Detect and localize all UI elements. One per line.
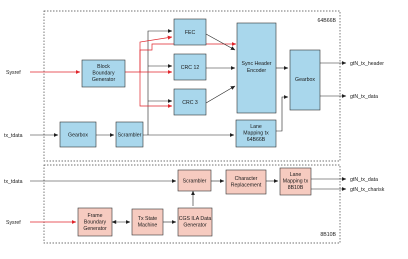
scrambler-bottom-block: Scrambler	[177, 169, 212, 192]
svg-text:Block: Block	[97, 64, 110, 70]
gearbox-in-label: Gearbox	[68, 133, 88, 139]
output-gtn-tx-data-bottom: gtN_tx_data	[350, 177, 378, 183]
wire-crc3-sync	[205, 85, 236, 104]
lane-map-64-line2: Mapping tx	[243, 131, 269, 137]
lane-map-8-line2: Mapping tx	[283, 179, 309, 185]
output-gtn-tx-header: gtN_tx_header	[350, 61, 384, 67]
sync-header-line1: Sync Header	[242, 61, 272, 67]
lane-map-8-line3: 8B10B	[288, 185, 304, 191]
lane-mapping-64b66b: Lane Mapping tx 64B66B	[235, 119, 277, 148]
wire-bbg-crc3	[139, 72, 173, 108]
section-8b10b-label: 8B10B	[320, 232, 336, 238]
svg-text:Generator: Generator	[92, 77, 116, 83]
block-boundary-generator-line1: Block	[97, 64, 110, 70]
block-boundary-generator: Block Boundary Generator	[81, 59, 126, 88]
wire-scrambler-fec	[147, 29, 173, 135]
frame-boundary-generator: Frame Boundary Generator	[77, 207, 113, 237]
lane-map-8-line1: Lane	[290, 172, 302, 178]
svg-text:Boundary: Boundary	[92, 71, 115, 77]
input-sysref-top: Sysref	[6, 70, 21, 76]
gearbox-in-block: Gearbox	[59, 121, 97, 148]
cgs-ila-line1: CGS ILA Data	[179, 216, 212, 222]
sync-header-encoder: Sync Header Encoder	[236, 22, 277, 114]
scrambler-bottom-label: Scrambler	[183, 179, 207, 185]
frame-boundary-line2: Boundary	[84, 220, 107, 226]
frame-boundary-line1: Frame	[88, 213, 103, 219]
output-gtn-tx-charisk: gtN_tx_charisk	[350, 187, 385, 193]
input-tx-tdata-bottom: tx_tdata	[4, 179, 23, 185]
fec-label: FEC	[185, 30, 196, 36]
crc3-block: CRC 3	[173, 88, 207, 116]
crc12-block: CRC 12	[173, 53, 207, 81]
section-8b10b	[43, 164, 341, 244]
wire-fec-sync	[205, 33, 236, 51]
fec-block: FEC	[173, 18, 207, 46]
character-replacement-block: Character Replacement	[225, 169, 267, 195]
gearbox-out-block: Gearbox	[289, 49, 321, 111]
lane-map-64-line3: 64B66B	[247, 137, 266, 143]
scrambler-top-block: Scrambler	[115, 121, 144, 148]
gearbox-out-label: Gearbox	[295, 77, 315, 83]
block-boundary-generator-line2: Boundary	[92, 71, 115, 77]
crc12-label: CRC 12	[181, 65, 200, 71]
lane-mapping-8b10b: Lane Mapping tx 8B10B	[279, 167, 312, 196]
tx-state-line2: Machine	[138, 223, 158, 229]
scrambler-top-label: Scrambler	[118, 133, 142, 139]
input-tx-tdata-top: tx_tdata	[4, 133, 23, 139]
section-64b66b	[43, 10, 341, 162]
section-64b66b-label: 64B66B	[318, 18, 337, 24]
cgs-ila-data-generator: CGS ILA Data Generator	[177, 207, 213, 237]
tx-state-machine-block: Tx State Machine	[131, 208, 164, 236]
sync-header-line2: Encoder	[247, 68, 267, 74]
cgs-ila-line2: Generator	[183, 223, 207, 229]
input-sysref-bottom: Sysref	[6, 220, 21, 226]
wire-lanemap-gearbox	[276, 95, 289, 132]
tx-state-line1: Tx State	[138, 216, 157, 222]
char-repl-line1: Character	[235, 176, 258, 182]
char-repl-line2: Replacement	[231, 183, 262, 189]
block-boundary-generator-line3: Generator	[92, 77, 116, 83]
frame-boundary-line3: Generator	[83, 226, 107, 232]
wire-bbg-fec	[125, 35, 173, 73]
output-gtn-tx-data-top: gtN_tx_data	[350, 94, 378, 100]
crc3-label: CRC 3	[182, 100, 198, 106]
lane-map-64-line1: Lane	[250, 124, 262, 130]
